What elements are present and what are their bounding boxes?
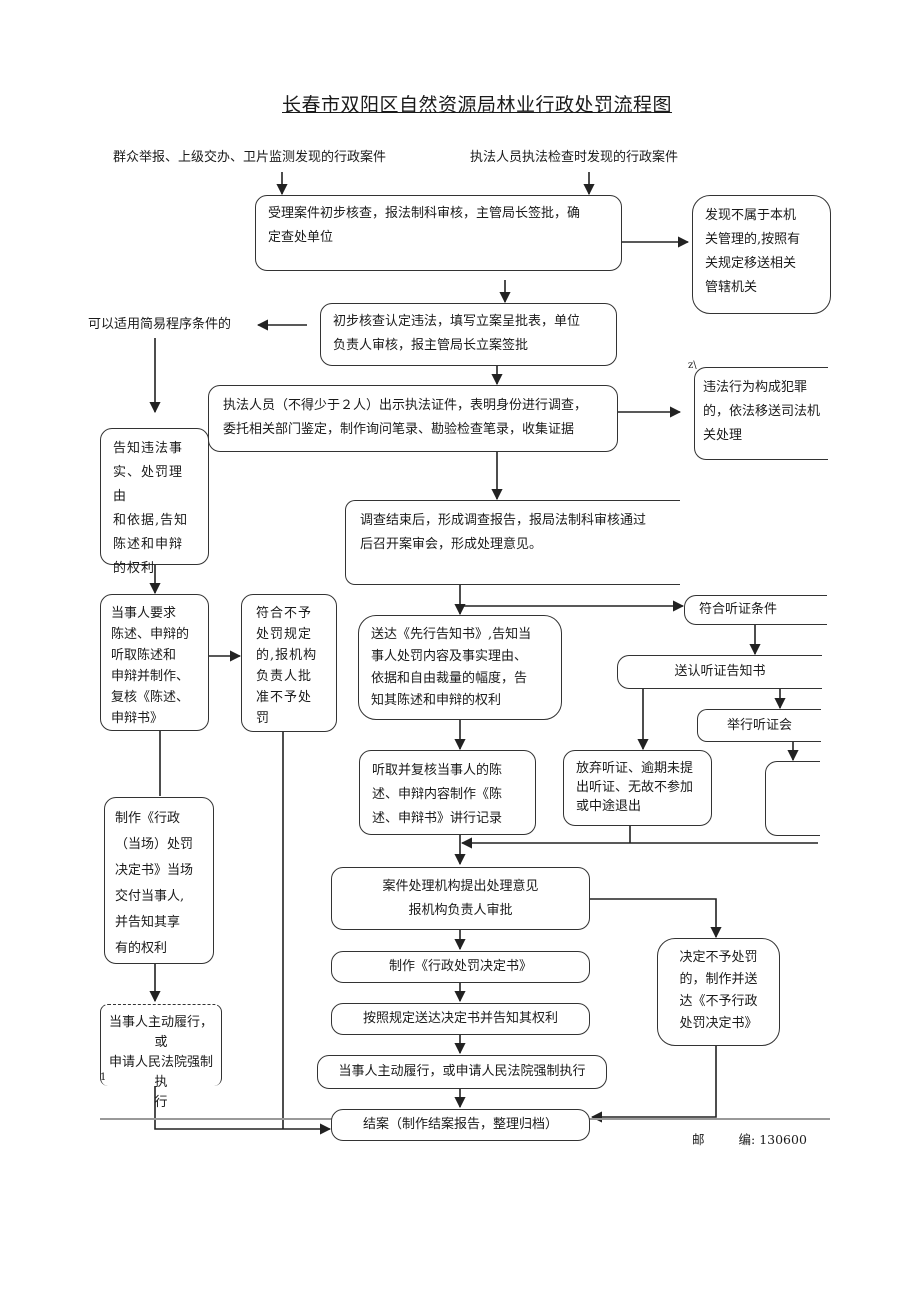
crime-mark: z\ [688,360,697,371]
advance-notice-box: 送达《先行告知书》,告知当 事人处罚内容及事实理由、 依据和自由裁量的幅度，告 … [358,615,562,720]
review-meeting-box: 调查结束后，形成调查报告，报局法制科审核通过 后召开案审会，形成处理意见。 [345,500,680,585]
accept-box: 受理案件初步核查，报法制科审核，主管局长签批，确 定查处单位 [255,195,622,271]
propose-opinion-box: 案件处理机构提出处理意见 报机构负责人审批 [331,867,590,930]
hearing-notice-box: 送认听证告知书 [617,655,822,689]
execute-left-mark: 1 [100,1072,107,1083]
hearing-condition-box: 符合听证条件 [684,595,827,625]
notify-rights-box: 告知违法事 实、处罚理由 和依据,告知 陈述和申辩 的权利 [100,428,209,576]
page-title: 长春市双阳区自然资源局林业行政处罚流程图 [282,94,673,116]
no-penalty-decision-box: 决定不予处罚 的，制作并送 达《不予行政 处罚决定书》 [657,938,780,1046]
statement-review-box: 当事人要求 陈述、申辩的 听取陈述和 申辩并制作、 复核《陈述、 申辩书》 [100,594,209,731]
waive-hearing-box: 放弃听证、逾期未提 出听证、无故不参加 或中途退出 [563,750,712,826]
crime-transfer-box: 违法行为构成犯罪 的，依法移送司法机 关处理 [694,367,828,460]
source-right: 执法人员执法检查时发现的行政案件 [470,150,679,165]
source-left: 群众举报、上级交办、卫片监测发现的行政案件 [113,150,387,165]
execute-left-box: 当事人主动履行，或 申请人民法院强制执 行 [100,1004,222,1110]
execute-main-box: 当事人主动履行，或申请人民法院强制执行 [317,1055,607,1089]
no-penalty-approve-box: 符合不予 处罚规定 的,报机构 负责人批 准不予处 罚 [241,594,337,732]
make-decision-box: 制作《行政处罚决定书》 [331,951,590,983]
hearing-record-box [765,761,820,836]
hear-statement-box: 听取并复核当事人的陈 述、申辩内容制作《陈 述、申辩书》讲行记录 [359,750,536,835]
postcode-footer: 邮 编: 130600 [692,1129,807,1148]
arrow-execute-left-close [154,1086,332,1135]
postcode-label2: 编: [738,1132,756,1147]
postcode-value: 130600 [759,1132,807,1147]
postcode-label: 邮 [692,1132,705,1147]
simple-procedure-label: 可以适用简易程序条件的 [88,317,232,332]
transfer-other-box: 发现不属于本机 关管理的,按照有 关规定移送相关 管辖机关 [692,195,831,314]
close-case-box: 结案（制作结案报告，整理归档） [331,1109,590,1141]
arrow-propose-no-penalty [590,898,722,939]
hold-hearing-box: 举行听证会 [697,709,821,742]
onsite-decision-box: 制作《行政 （当场）处罚 决定书》当场 交付当事人, 并告知其享 有的权利 [104,797,214,964]
register-box: 初步核查认定违法，填写立案呈批表，单位 负责人审核，报主管局长立案签批 [320,303,617,366]
deliver-decision-box: 按照规定送达决定书并告知其权利 [331,1003,590,1035]
arrow-no-penalty-close [590,1046,717,1123]
investigate-box: 执法人员（不得少于２人）出示执法证件，表明身份进行调查， 委托相关部门鉴定，制作… [208,385,618,452]
